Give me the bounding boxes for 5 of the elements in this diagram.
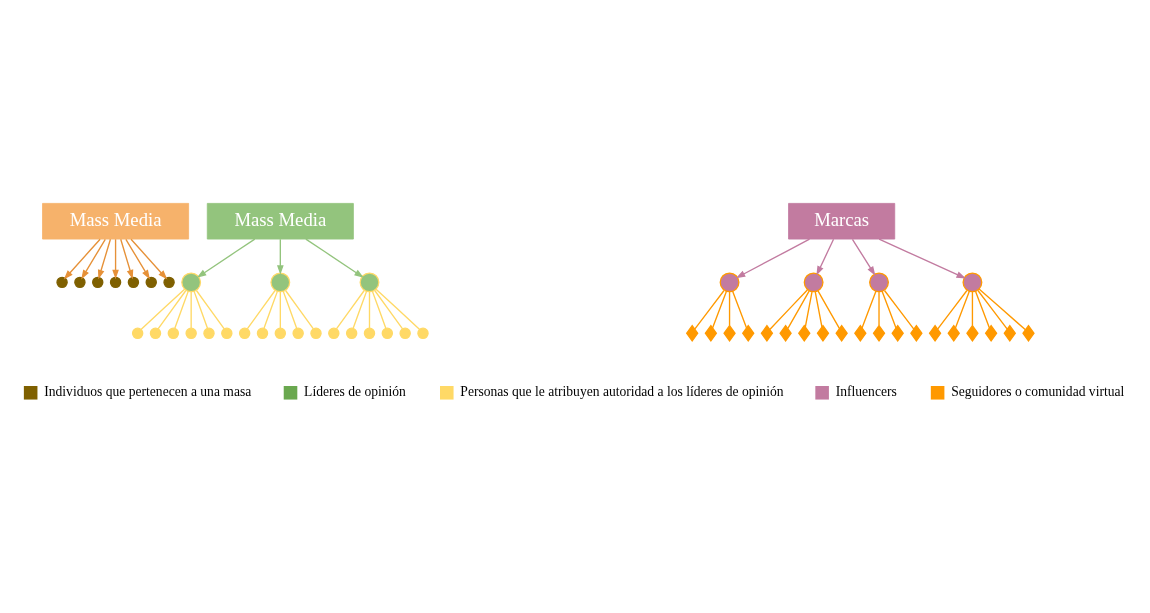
legend-label: Líderes de opinión	[304, 383, 406, 399]
legend-label: Seguidores o comunidad virtual	[951, 383, 1125, 399]
legend-label: Personas que le atribuyen autoridad a los líderes de opinión	[460, 383, 784, 399]
legend-label: Influencers	[835, 383, 897, 399]
legend-label: Individuos que pertenecen a una masa	[44, 383, 252, 399]
